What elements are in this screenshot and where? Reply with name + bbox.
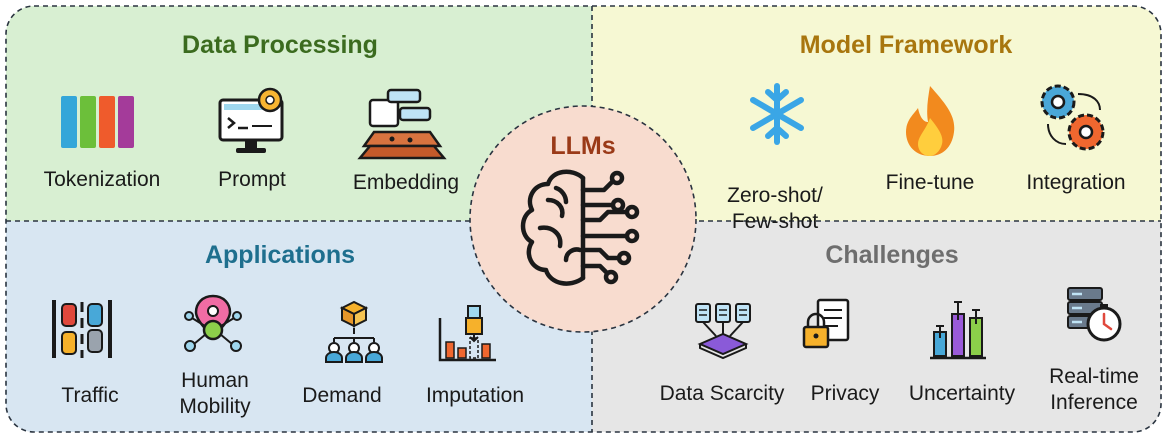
zero-shot-label-line: Zero-shot/ Few-shot xyxy=(727,184,823,233)
tokenization-label: Tokenization xyxy=(43,168,161,191)
challenges-title: Challenges xyxy=(825,241,959,269)
fire-icon xyxy=(906,86,955,156)
privacy-label: Privacy xyxy=(810,382,880,405)
imputation-icon xyxy=(438,305,496,362)
traffic-icon xyxy=(52,300,112,358)
zero-shot-few-shot-label: Zero-shot/ Few-shot xyxy=(705,157,845,235)
tokenization-icon xyxy=(61,96,134,148)
demand-icon xyxy=(325,300,383,363)
real-time-inference-label: Real-time Inference xyxy=(1049,365,1139,414)
prompt-icon xyxy=(218,87,284,153)
snowflake-icon xyxy=(750,83,804,145)
human-mobility-label: Human Mobility xyxy=(179,369,251,418)
outer-border xyxy=(5,5,1162,433)
model-framework-title: Model Framework xyxy=(799,31,1013,59)
imputation-label: Imputation xyxy=(425,384,525,407)
fine-tune-label: Fine-tune xyxy=(885,171,975,194)
real-time-inference-icon xyxy=(1067,287,1122,342)
applications-title: Applications xyxy=(204,241,355,269)
demand-label: Demand xyxy=(302,384,382,407)
data-scarcity-label: Data Scarcity xyxy=(659,382,785,405)
embedding-label: Embedding xyxy=(352,171,460,194)
privacy-icon xyxy=(802,298,850,349)
uncertainty-label: Uncertainty xyxy=(908,382,1016,405)
integration-gears-icon xyxy=(1040,84,1105,151)
traffic-label: Traffic xyxy=(61,384,119,407)
embedding-icon xyxy=(357,88,447,160)
uncertainty-icon xyxy=(930,301,986,360)
prompt-label: Prompt xyxy=(218,168,286,191)
data-scarcity-icon xyxy=(695,303,751,360)
brain-icon xyxy=(520,169,640,286)
integration-label: Integration xyxy=(1026,171,1126,194)
human-mobility-icon xyxy=(184,294,242,352)
data-processing-title: Data Processing xyxy=(182,31,378,59)
llms-label: LLMs xyxy=(550,132,616,160)
